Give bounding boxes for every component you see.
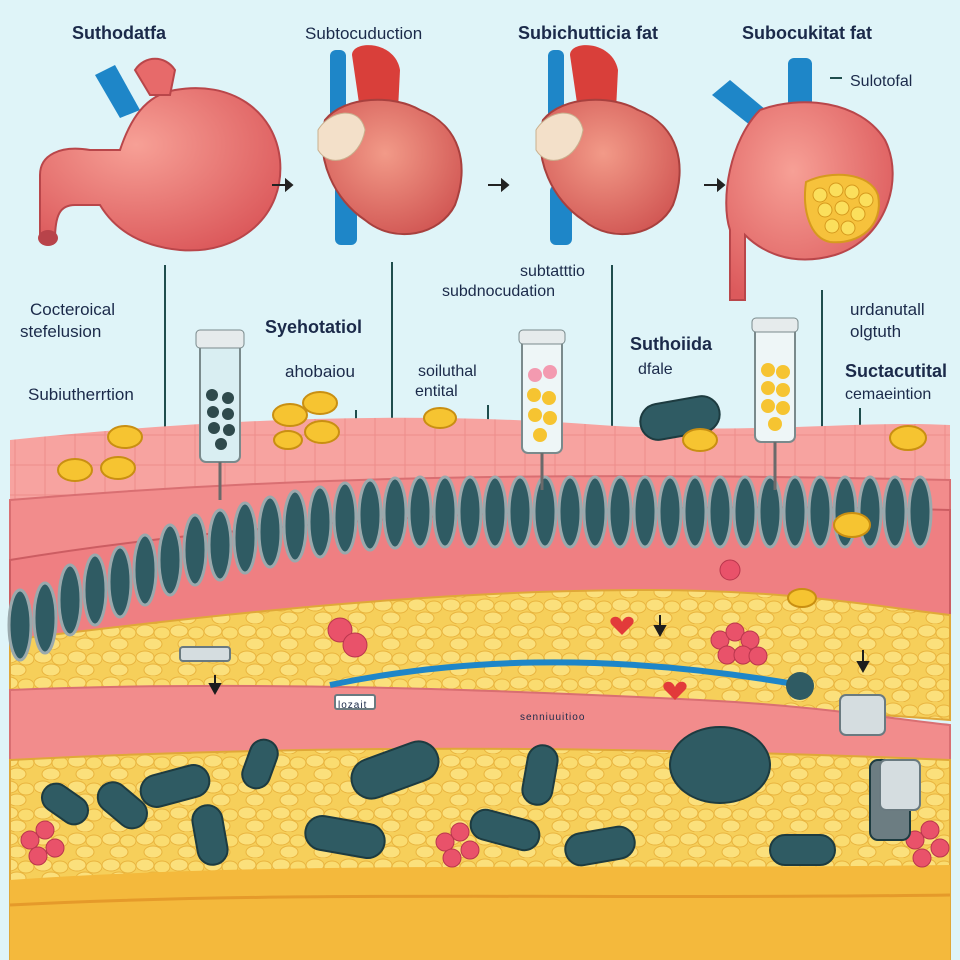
blood-vessel: [329, 659, 801, 688]
label-urdanutall: urdanutall: [850, 300, 925, 319]
stomach-organ-2: [712, 58, 894, 301]
stomach-organ-1: [38, 57, 282, 252]
top-label-4: Subocukitat fat: [742, 23, 873, 43]
flow-arrows: [272, 177, 726, 193]
heart-markers: [610, 616, 687, 700]
label-subtatttio: subtatttio: [520, 263, 585, 280]
label-olgtuth: olgtuth: [850, 322, 902, 341]
label-suthoiida: Suthoiida: [630, 334, 712, 354]
heart-organ-1: [317, 45, 463, 245]
label-cocteroical: Cocteroical: [30, 300, 116, 319]
muscle-rings: [7, 475, 933, 662]
capsules: [40, 395, 911, 867]
tissue-clusters: [20, 559, 950, 868]
devices: [179, 646, 921, 811]
label-stefelusion: stefelusion: [20, 322, 102, 341]
heart-organ-2: [535, 45, 681, 245]
label-entital: entital: [415, 383, 458, 400]
label-subdnocudation: subdnocudation: [442, 283, 555, 300]
label-syehotatiol: Syehotatiol: [265, 317, 363, 337]
vial-yellow-beads: [751, 317, 799, 490]
label-dfale: dfale: [638, 361, 673, 378]
label-layer-band: senniuuitioo: [520, 712, 586, 723]
top-label-1: Suthodatfa: [72, 23, 166, 43]
top-label-2: Subtocuduction: [305, 24, 423, 43]
label-cemaeintion: cemaeintion: [845, 386, 932, 403]
top-label-3: Subichutticia fat: [518, 23, 659, 43]
label-lozait: lozait: [338, 700, 368, 711]
label-suctacutital: Suctacutital: [845, 361, 948, 381]
vial-dark-beads: [195, 329, 245, 500]
label-soiluthal: soiluthal: [418, 363, 477, 380]
pills: [57, 391, 927, 608]
label-ahobaiou: ahobaiou: [285, 362, 355, 381]
vial-pink-yellow: [518, 329, 566, 490]
tissue-arrows: [208, 615, 870, 696]
label-sulotofal: Sulotofal: [850, 73, 913, 90]
label-subiutherrtion: Subiutherrtion: [28, 385, 134, 404]
